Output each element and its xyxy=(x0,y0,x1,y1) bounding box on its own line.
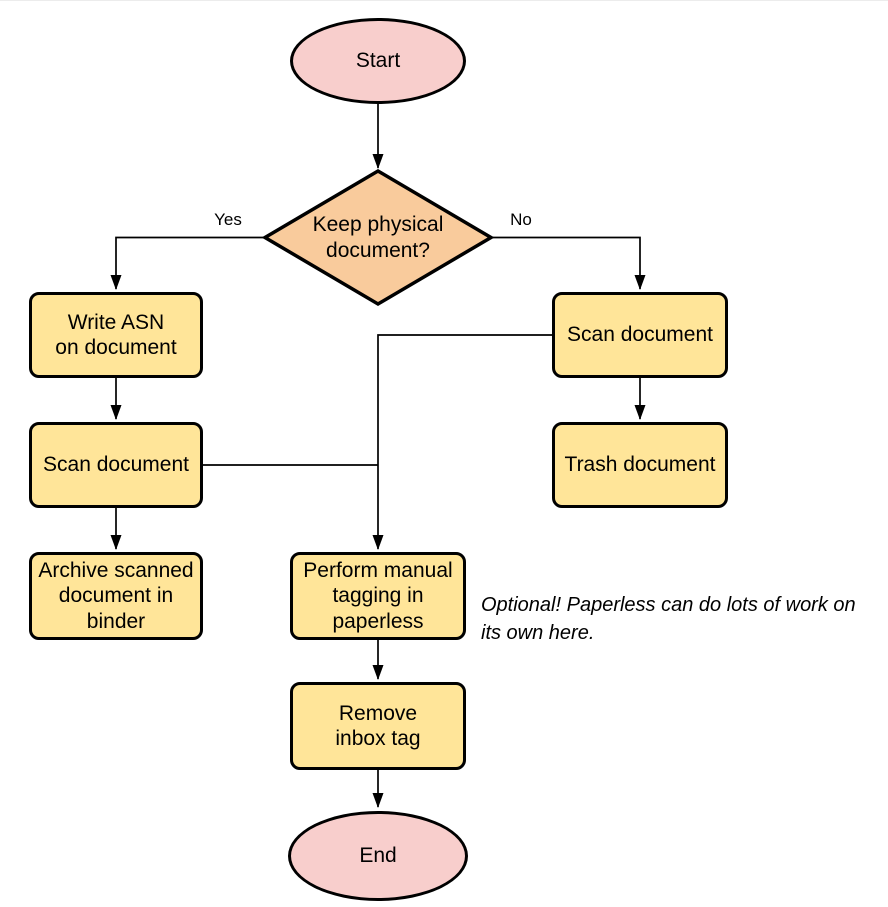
edge-label-yes: Yes xyxy=(214,210,242,229)
node-scan-right: Scan document xyxy=(552,292,728,378)
edge-decision-no-to-scan-right xyxy=(491,236,646,290)
node-start: Start xyxy=(290,18,466,104)
node-archive: Archive scanned document in binder xyxy=(29,552,203,640)
node-scan-left: Scan document xyxy=(29,422,203,508)
annotation-note: Optional! Paperless can do lots of work … xyxy=(481,594,856,644)
edge-decision-yes-to-write-asn xyxy=(110,236,265,290)
node-tagging: Perform manual tagging in paperless xyxy=(290,552,466,640)
node-remove-inbox: Remove inbox tag xyxy=(290,682,466,770)
node-decision-label: Keep physical document? xyxy=(312,213,444,262)
node-trash: Trash document xyxy=(552,422,728,508)
decision-diamond-shape xyxy=(261,168,495,307)
bottom-divider xyxy=(0,0,888,1)
node-end: End xyxy=(288,811,468,901)
node-write-asn: Write ASN on document xyxy=(29,292,203,378)
edge-scan-right-to-tagging xyxy=(372,334,552,550)
edge-label-no: No xyxy=(510,210,532,229)
